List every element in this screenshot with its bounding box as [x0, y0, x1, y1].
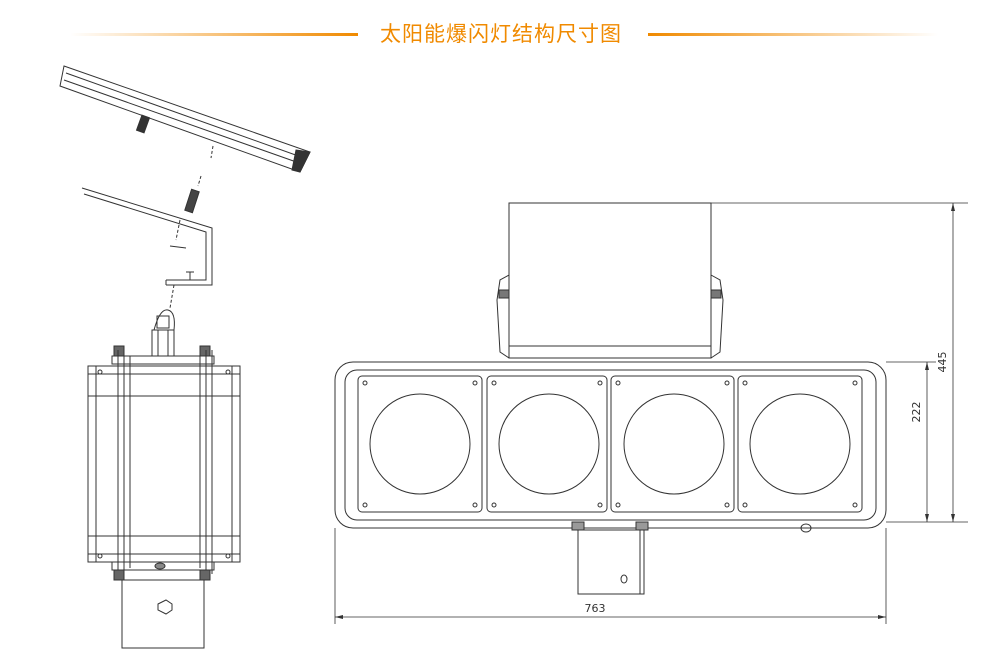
- page-title: 太阳能爆闪灯结构尺寸图: [380, 22, 622, 46]
- lamp-cell-4: [737, 375, 863, 513]
- lamp-front-view: [334, 202, 887, 595]
- solar-panel-exploded: [59, 65, 311, 249]
- dimension-width-label: 763: [585, 602, 606, 615]
- lamp-cell-1: [357, 375, 483, 513]
- title-divider-left: [70, 33, 358, 36]
- lamp-cell-2: [486, 375, 608, 513]
- lamp-cell-3: [610, 375, 735, 513]
- dimension-panel-height-label: 222: [910, 402, 923, 423]
- lamp-side-view: [87, 309, 241, 649]
- dimension-total-height-label: 445: [936, 352, 949, 373]
- page-title-bar: 太阳能爆闪灯结构尺寸图: [0, 14, 1000, 54]
- title-divider-right: [648, 33, 938, 36]
- mounting-bracket: [81, 187, 213, 309]
- dimension-lines: [334, 202, 968, 624]
